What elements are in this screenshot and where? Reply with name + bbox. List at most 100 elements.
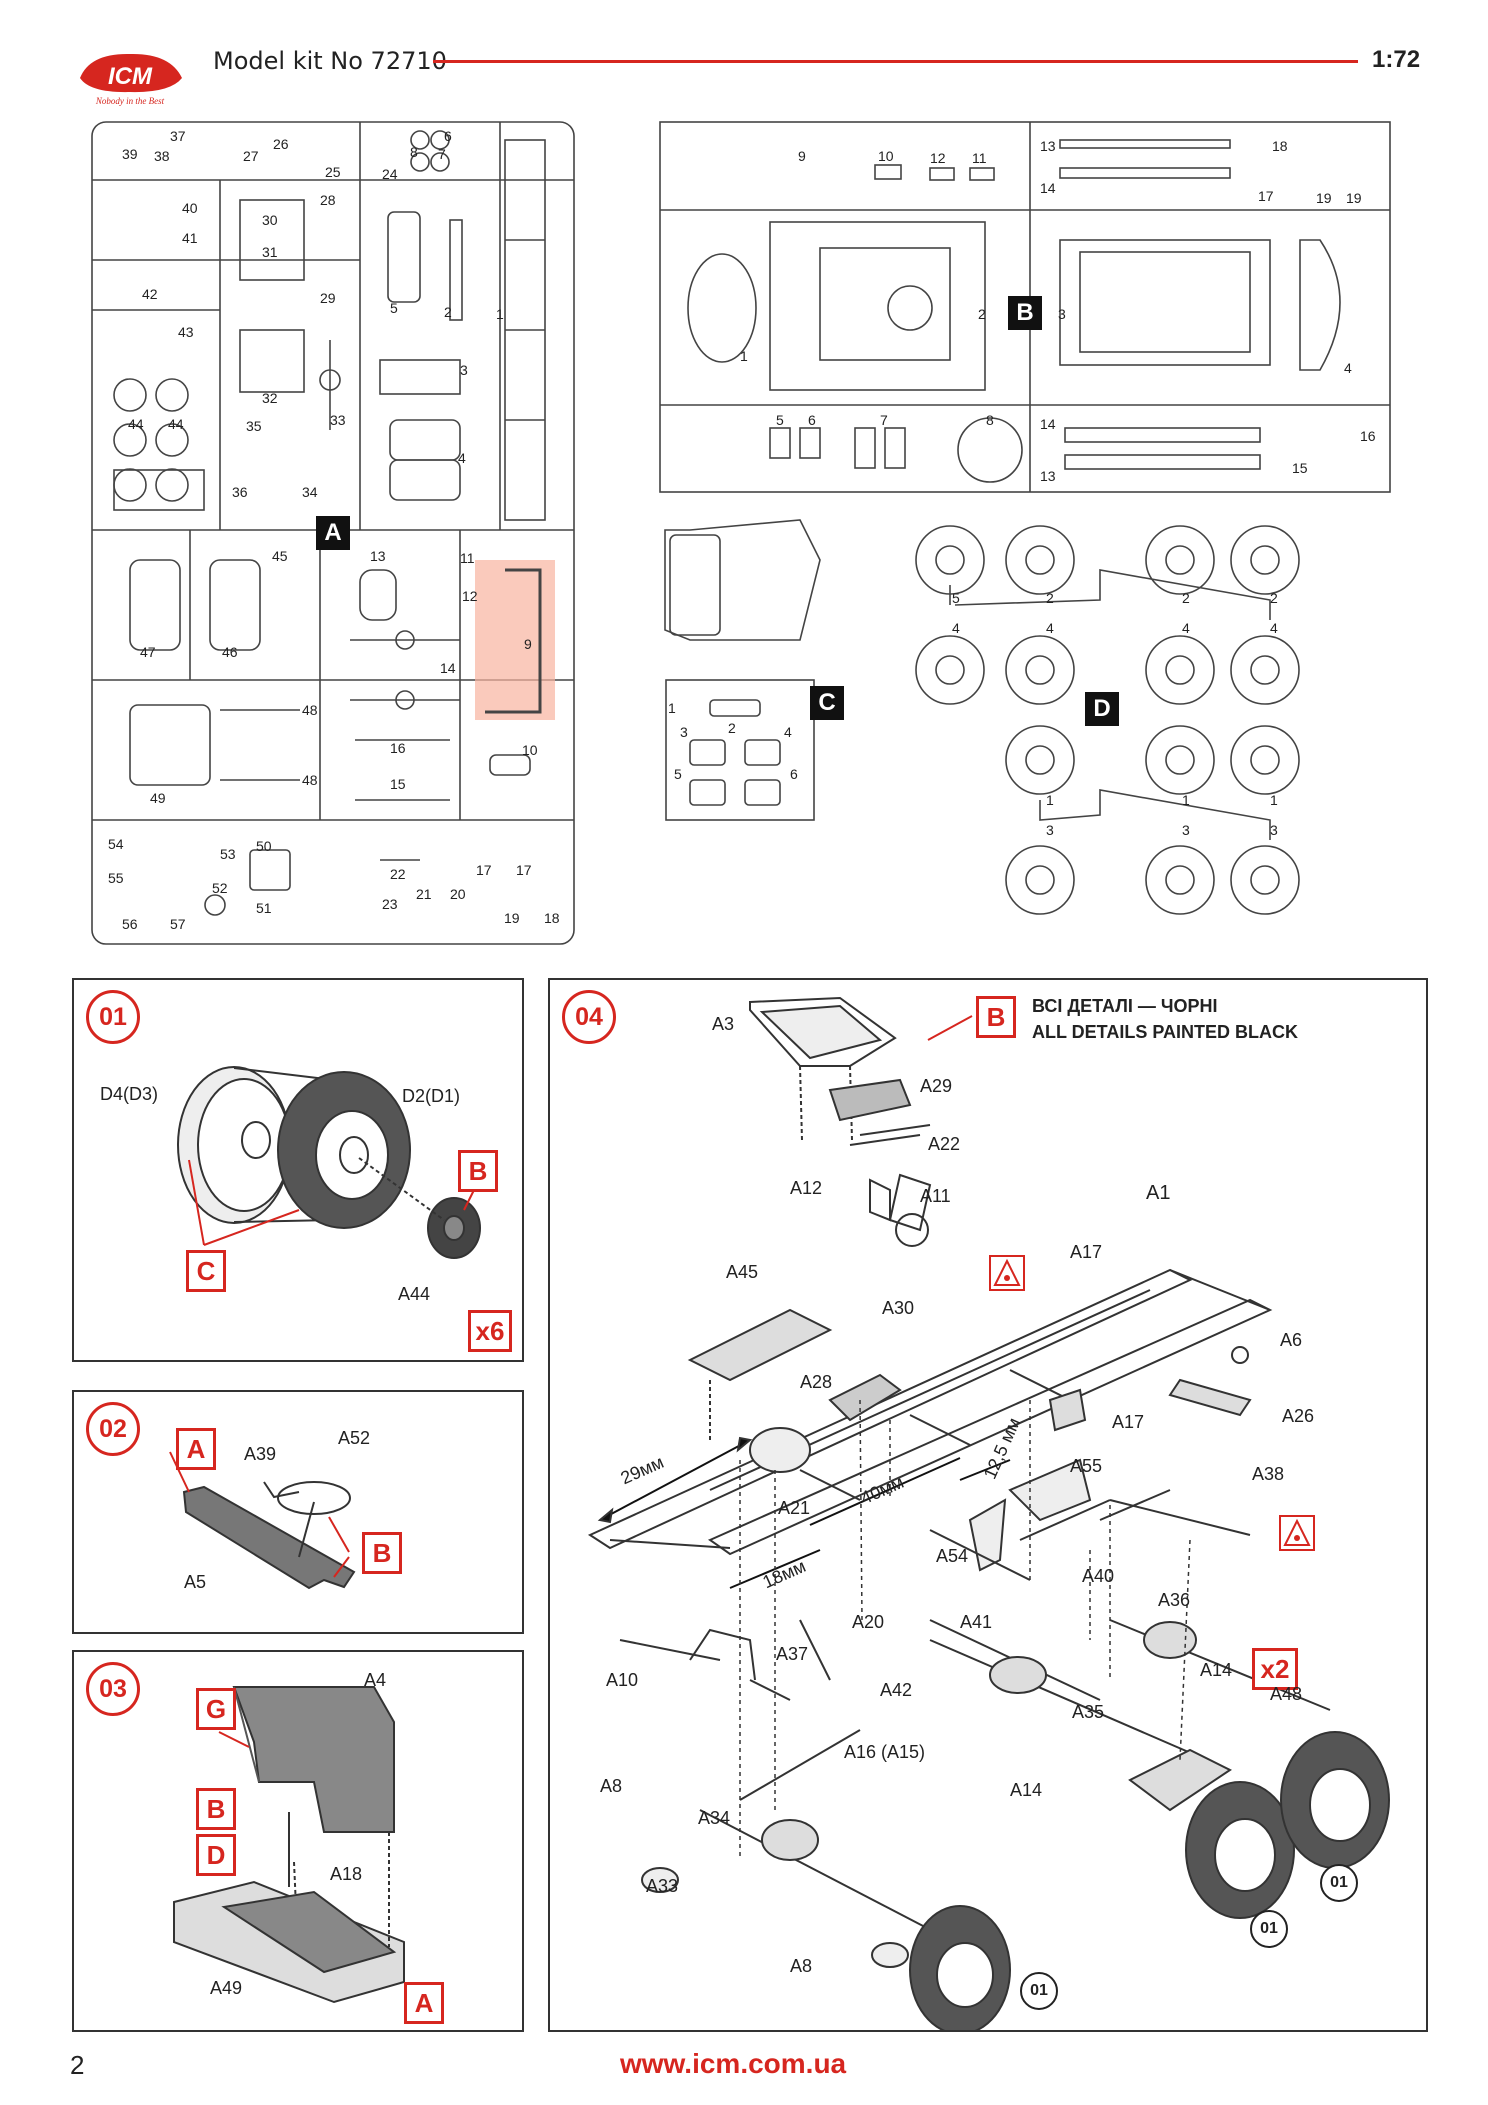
part-number: 11 bbox=[972, 150, 987, 166]
part-number: 9 bbox=[524, 636, 532, 652]
part-label: A22 bbox=[928, 1134, 961, 1154]
paint-note-uk: ВСІ ДЕТАЛІ — ЧОРНІ bbox=[1032, 996, 1218, 1016]
part-number: 54 bbox=[108, 836, 124, 852]
part-number: 2 bbox=[978, 306, 986, 322]
part-number: 35 bbox=[246, 418, 262, 434]
step-04-diagram bbox=[587, 996, 1390, 2030]
part-number: 7 bbox=[880, 412, 888, 428]
part-label: A29 bbox=[920, 1076, 953, 1096]
part-label: A16 (A15) bbox=[844, 1742, 926, 1762]
part-number: 12 bbox=[462, 588, 478, 604]
header-rule bbox=[433, 60, 1358, 63]
part-number: 4 bbox=[1046, 620, 1054, 636]
part-number: 9 bbox=[798, 148, 806, 164]
sprue-diagrams bbox=[91, 121, 1391, 945]
part-label: A11 bbox=[920, 1186, 951, 1206]
part-label: A6 bbox=[1280, 1330, 1303, 1350]
part-label: A44 bbox=[398, 1284, 431, 1304]
part-number: 8 bbox=[986, 412, 994, 428]
step-03-diagram bbox=[173, 1686, 405, 2004]
part-number: 17 bbox=[1258, 188, 1274, 204]
sprue-c-letter: C bbox=[810, 686, 844, 720]
part-number: 55 bbox=[108, 870, 124, 886]
part-label: A8 bbox=[790, 1956, 813, 1976]
paint-tag-a: A bbox=[404, 1982, 444, 2024]
part-number: 27 bbox=[243, 148, 259, 164]
part-number: 46 bbox=[222, 644, 238, 660]
part-label: A52 bbox=[338, 1428, 371, 1448]
paint-tag-b: B bbox=[196, 1788, 236, 1830]
paint-tag-d: D bbox=[196, 1834, 236, 1876]
paint-note-en: ALL DETAILS PAINTED BLACK bbox=[1032, 1022, 1298, 1042]
sprue-d-wheels bbox=[915, 525, 1300, 915]
part-label: A10 bbox=[606, 1670, 639, 1690]
sprue-a-letter: A bbox=[316, 516, 350, 550]
step-number: 04 bbox=[562, 990, 616, 1044]
part-number: 41 bbox=[182, 230, 198, 246]
glue-warning-icons bbox=[989, 1255, 1315, 1551]
part-label: A26 bbox=[1282, 1406, 1315, 1426]
part-number: 1 bbox=[740, 348, 748, 364]
part-number: 50 bbox=[256, 838, 272, 854]
part-number: 10 bbox=[522, 742, 538, 758]
part-number: 34 bbox=[302, 484, 318, 500]
part-number: 10 bbox=[878, 148, 894, 164]
part-number: 40 bbox=[182, 200, 198, 216]
part-label: A36 bbox=[1158, 1590, 1191, 1610]
part-number: 32 bbox=[262, 390, 278, 406]
paint-tag-g: G bbox=[196, 1688, 236, 1730]
part-label: A48 bbox=[1270, 1684, 1303, 1704]
part-number: 24 bbox=[382, 166, 398, 182]
part-number: 48 bbox=[302, 702, 318, 718]
part-number: 3 bbox=[680, 724, 688, 740]
part-label: A30 bbox=[882, 1298, 915, 1318]
paint-tag-b: B bbox=[976, 996, 1016, 1038]
svg-text:ICM: ICM bbox=[108, 63, 153, 90]
part-number: 6 bbox=[808, 412, 816, 428]
part-label: A28 bbox=[800, 1372, 833, 1392]
part-label: A49 bbox=[210, 1978, 243, 1998]
part-number: 8 bbox=[410, 144, 418, 160]
part-number: 20 bbox=[450, 886, 466, 902]
part-number: 18 bbox=[1272, 138, 1288, 154]
sprue-b-frame bbox=[659, 121, 1391, 493]
part-number: 56 bbox=[122, 916, 138, 932]
part-label: A5 bbox=[184, 1572, 207, 1592]
sprue-b-letter: B bbox=[1008, 296, 1042, 330]
step-number: 02 bbox=[86, 1402, 140, 1456]
paint-tag-b: B bbox=[458, 1150, 498, 1192]
part-number: 52 bbox=[212, 880, 228, 896]
step-ref-01: 01 bbox=[1320, 1864, 1358, 1902]
sprue-a-frame bbox=[91, 121, 575, 945]
part-number: 1 bbox=[1046, 792, 1054, 808]
website-link[interactable]: www.icm.com.ua bbox=[620, 2048, 847, 2079]
part-number: 43 bbox=[178, 324, 194, 340]
part-label: A1 bbox=[1146, 1182, 1171, 1204]
kit-scale: 1:72 bbox=[1372, 46, 1421, 73]
part-label: A21 bbox=[778, 1498, 811, 1518]
part-label: A34 bbox=[698, 1808, 731, 1828]
part-number: 4 bbox=[1344, 360, 1352, 376]
part-number: 4 bbox=[784, 724, 792, 740]
part-number: 5 bbox=[952, 590, 960, 606]
part-number: 49 bbox=[150, 790, 166, 806]
part-number: 36 bbox=[232, 484, 248, 500]
part-number: 25 bbox=[325, 164, 341, 180]
part-number: 47 bbox=[140, 644, 156, 660]
part-number: 42 bbox=[142, 286, 158, 302]
part-number: 28 bbox=[320, 192, 336, 208]
part-number: 3 bbox=[460, 362, 468, 378]
part-number: 17 bbox=[516, 862, 532, 878]
part-number: 6 bbox=[790, 766, 798, 782]
step-04-panel: 04 B ВСІ ДЕТАЛІ — ЧОРНІ ALL DETAILS PAIN… bbox=[548, 978, 1428, 2032]
part-number: 3 bbox=[1058, 306, 1066, 322]
part-label: D2(D1) bbox=[402, 1086, 461, 1106]
part-label: A55 bbox=[1070, 1456, 1103, 1476]
part-number: 57 bbox=[170, 916, 186, 932]
part-number: 1 bbox=[496, 306, 504, 322]
part-label: A17 bbox=[1112, 1412, 1145, 1432]
kit-title: Model kit No 72710 bbox=[213, 47, 447, 75]
part-number: 18 bbox=[544, 910, 560, 926]
part-number: 11 bbox=[460, 550, 475, 566]
part-number: 51 bbox=[256, 900, 272, 916]
